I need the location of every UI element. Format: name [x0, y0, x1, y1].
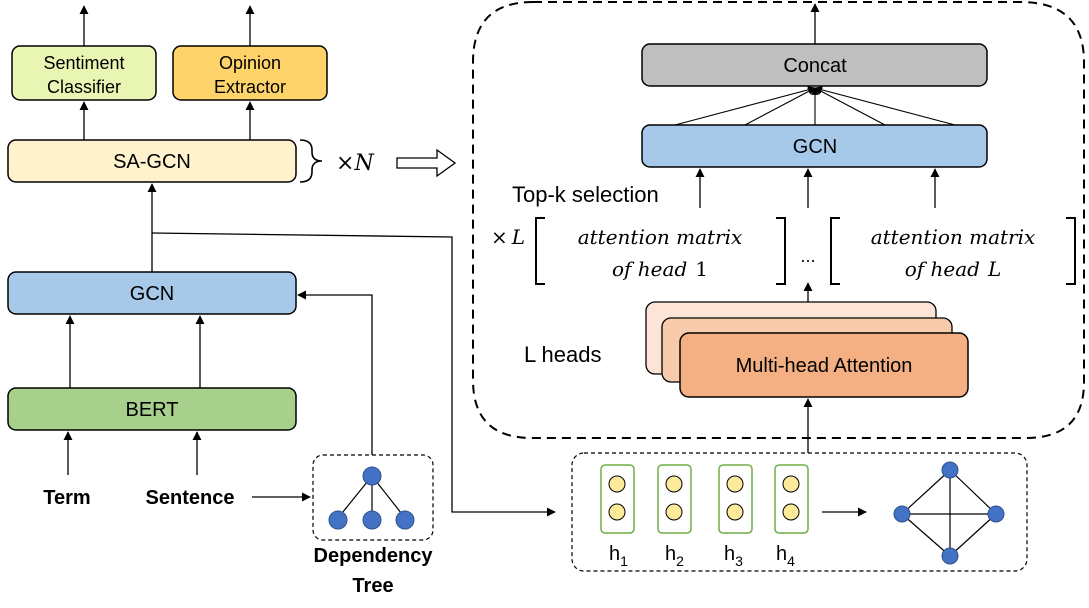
sentiment-classifier-box: Sentiment Classifier: [11, 45, 157, 101]
gcn-left-label: GCN: [130, 283, 174, 305]
gcn-concat-arrow: [814, 87, 886, 126]
tree-root-node: [362, 466, 382, 486]
hidden-state-h3: h3: [718, 464, 753, 569]
sa-gcn-box: SA-GCN: [7, 139, 297, 183]
concat-label: Concat: [783, 55, 847, 77]
times-n-label: ×N: [336, 151, 374, 176]
dependency-tree-label-line2: Tree: [352, 575, 393, 597]
dependency-tree-label-line1: Dependency: [314, 545, 434, 567]
matrix-l-line1: attention matrix: [871, 225, 1036, 249]
h2-label: h2: [665, 543, 684, 569]
multi-head-attention-label: Multi-head Attention: [736, 355, 913, 377]
repeat-brace: [299, 139, 323, 183]
branch-to-hidden-states-arrow: [151, 232, 556, 517]
h3-label: h3: [724, 543, 743, 569]
bert-box: BERT: [7, 387, 297, 431]
graph-node: [941, 547, 959, 565]
ellipsis-label: ...: [800, 246, 815, 266]
tree-leaf-node: [328, 510, 348, 530]
fully-connected-graph: [893, 461, 1005, 565]
bert-label: BERT: [126, 399, 179, 421]
opinion-extractor-box: Opinion Extractor: [172, 45, 328, 101]
gcn-left-box: GCN: [7, 271, 297, 315]
expand-arrow: [396, 148, 457, 178]
times-l-label: ×L: [491, 225, 525, 249]
sentence-label: Sentence: [146, 487, 235, 509]
hidden-states-panel: [571, 452, 1028, 572]
hidden-state-h2: h2: [657, 464, 692, 569]
hidden-state-h1: h1: [600, 464, 635, 569]
gcn-concat-arrow: [814, 86, 956, 126]
term-label: Term: [43, 487, 90, 509]
gcn-right-label: GCN: [793, 136, 837, 158]
opinion-extractor-line2: Extractor: [214, 77, 286, 97]
gcn-concat-arrow: [674, 86, 816, 126]
opinion-extractor-line1: Opinion: [219, 53, 281, 73]
multi-head-attention-box: Multi-head Attention: [679, 332, 969, 398]
sentiment-classifier-line1: Sentiment: [43, 53, 124, 73]
graph-node: [941, 461, 959, 479]
sa-gcn-label: SA-GCN: [113, 151, 191, 173]
topk-selection-label: Top-k selection: [512, 182, 659, 207]
tree-leaf-node: [362, 510, 382, 530]
sentiment-classifier-line2: Classifier: [47, 77, 121, 97]
graph-node: [893, 505, 911, 523]
tree-to-gcn-arrow: [297, 290, 373, 455]
hidden-state-h4: h4: [774, 464, 809, 569]
h4-label: h4: [776, 543, 795, 569]
gcn-concat-arrow: [744, 87, 816, 126]
graph-node: [987, 505, 1005, 523]
tree-leaf-node: [395, 510, 415, 530]
gcn-right-box: GCN: [641, 124, 988, 168]
concat-box: Concat: [641, 43, 988, 87]
dependency-tree: [312, 454, 434, 541]
l-heads-label: L heads: [524, 342, 601, 367]
h1-label: h1: [609, 543, 628, 569]
matrix-1-line1: attention matrix: [578, 225, 743, 249]
